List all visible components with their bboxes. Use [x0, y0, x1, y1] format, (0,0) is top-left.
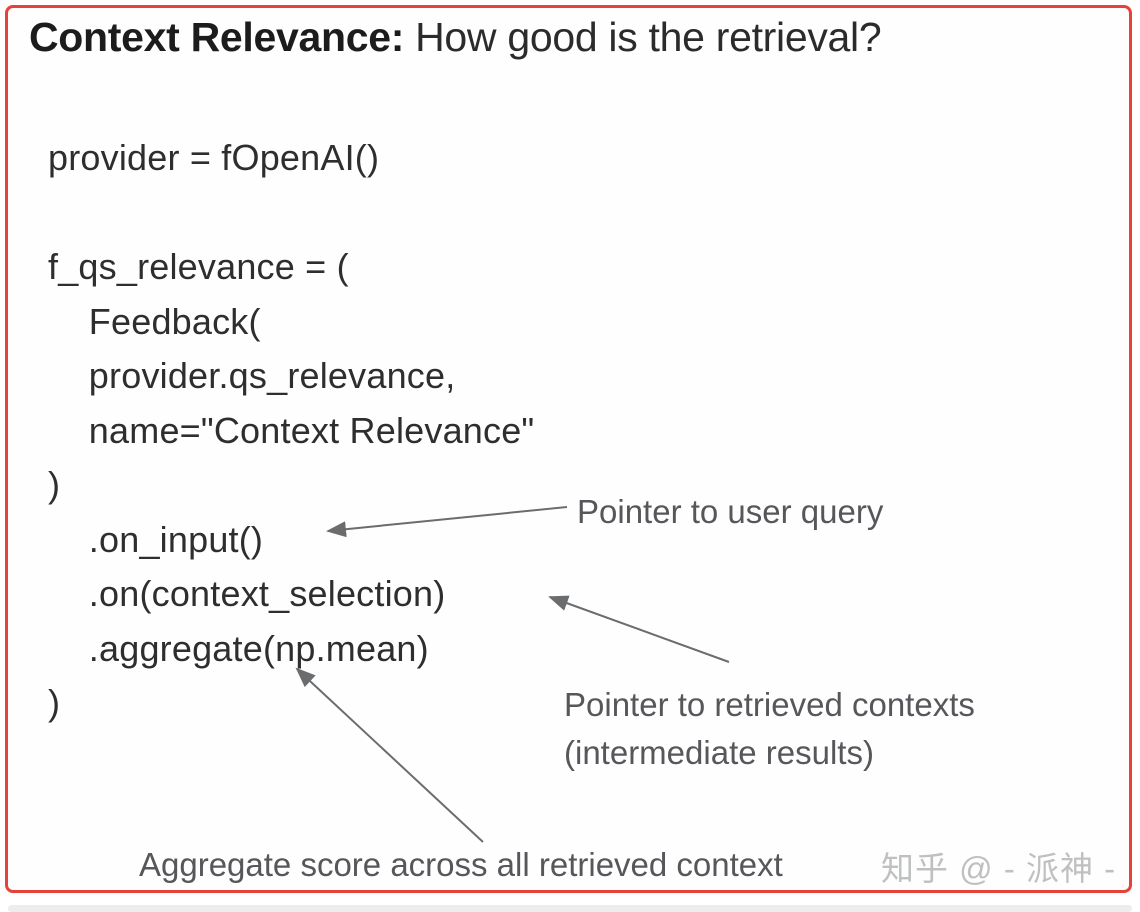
code-line-close-paren-2: )	[48, 682, 61, 723]
code-line-on-context-selection: .on(context_selection)	[48, 573, 446, 614]
annotation-retrieved-contexts-line2: (intermediate results)	[564, 734, 874, 771]
page-edge-artifact	[8, 905, 1132, 912]
annotation-aggregate-score: Aggregate score across all retrieved con…	[139, 846, 783, 883]
code-line-provider-qs-relevance: provider.qs_relevance,	[48, 355, 456, 396]
code-line-blank	[48, 186, 534, 241]
code-line-close-paren-1: )	[48, 464, 61, 505]
annotation-pointer-user-query: Pointer to user query	[577, 493, 884, 530]
watermark: 知乎 @ - 派神 -	[881, 850, 1117, 887]
code-line-name-arg: name="Context Relevance"	[48, 409, 535, 451]
page-title-subtitle: How good is the retrieval?	[415, 14, 882, 60]
code-line-f-qs-relevance: f_qs_relevance = (	[48, 246, 349, 287]
code-line-provider: provider = fOpenAI()	[48, 137, 380, 178]
slide-frame	[5, 5, 1132, 893]
code-line-feedback: Feedback(	[48, 300, 261, 342]
annotation-retrieved-contexts-line1: Pointer to retrieved contexts	[564, 686, 975, 723]
page-title-keyword: Context Relevance:	[29, 14, 405, 60]
code-line-on-input: .on_input()	[48, 518, 264, 560]
code-line-aggregate: .aggregate(np.mean)	[48, 627, 429, 669]
page-title: Context Relevance:How good is the retrie…	[29, 12, 882, 63]
code-block: provider = fOpenAI() f_qs_relevance = ( …	[48, 131, 534, 731]
annotation-pointer-retrieved-contexts: Pointer to retrieved contexts (intermedi…	[564, 681, 975, 777]
